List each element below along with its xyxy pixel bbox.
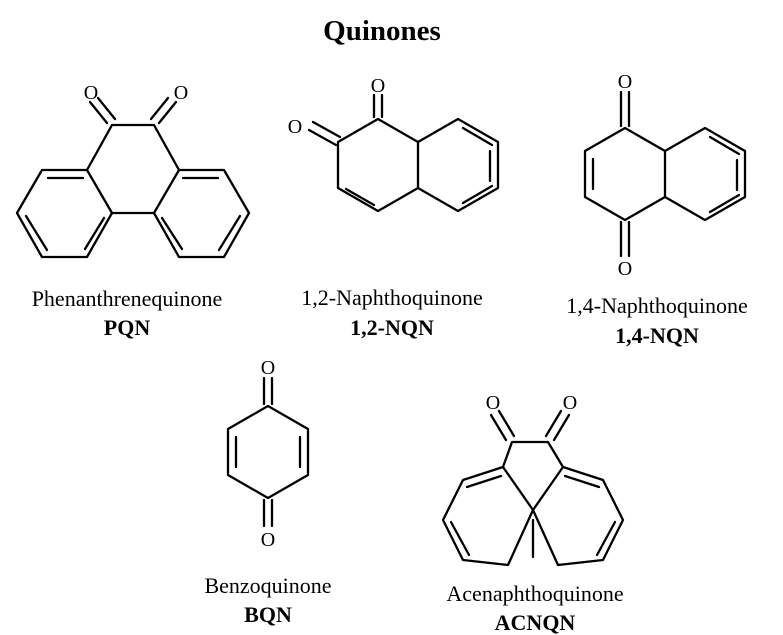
oxygen-label: O bbox=[371, 75, 385, 97]
oxygen-label: O bbox=[618, 71, 632, 93]
acenaphthoquinone-structure: O O bbox=[441, 392, 625, 567]
oxygen-label: O bbox=[261, 357, 275, 379]
naphthoquinone-1-4-structure: O O bbox=[583, 71, 747, 280]
oxygen-label: O bbox=[486, 392, 500, 414]
phenanthrenequinone-structure: O O bbox=[15, 82, 251, 259]
compound-name-pqn: Phenanthrenequinone bbox=[32, 286, 223, 311]
oxygen-label: O bbox=[174, 82, 188, 104]
compound-abbr-acnqn: ACNQN bbox=[495, 610, 576, 635]
compound-name-1-2-nqn: 1,2-Naphthoquinone bbox=[301, 285, 482, 310]
figure-title: Quinones bbox=[323, 15, 441, 47]
oxygen-label: O bbox=[84, 82, 98, 104]
oxygen-label: O bbox=[618, 258, 632, 280]
oxygen-label: O bbox=[288, 116, 302, 138]
compound-name-bqn: Benzoquinone bbox=[204, 573, 331, 598]
naphthoquinone-1-2-structure: O O bbox=[288, 75, 500, 213]
compound-abbr-pqn: PQN bbox=[104, 315, 151, 340]
compound-name-1-4-nqn: 1,4-Naphthoquinone bbox=[566, 293, 747, 318]
compound-abbr-1-4-nqn: 1,4-NQN bbox=[615, 323, 699, 348]
oxygen-label: O bbox=[563, 392, 577, 414]
compound-abbr-1-2-nqn: 1,2-NQN bbox=[350, 315, 434, 340]
compound-abbr-bqn: BQN bbox=[244, 602, 292, 627]
oxygen-label: O bbox=[261, 529, 275, 551]
benzoquinone-structure: O O bbox=[226, 357, 310, 551]
compound-name-acnqn: Acenaphthoquinone bbox=[446, 581, 623, 606]
